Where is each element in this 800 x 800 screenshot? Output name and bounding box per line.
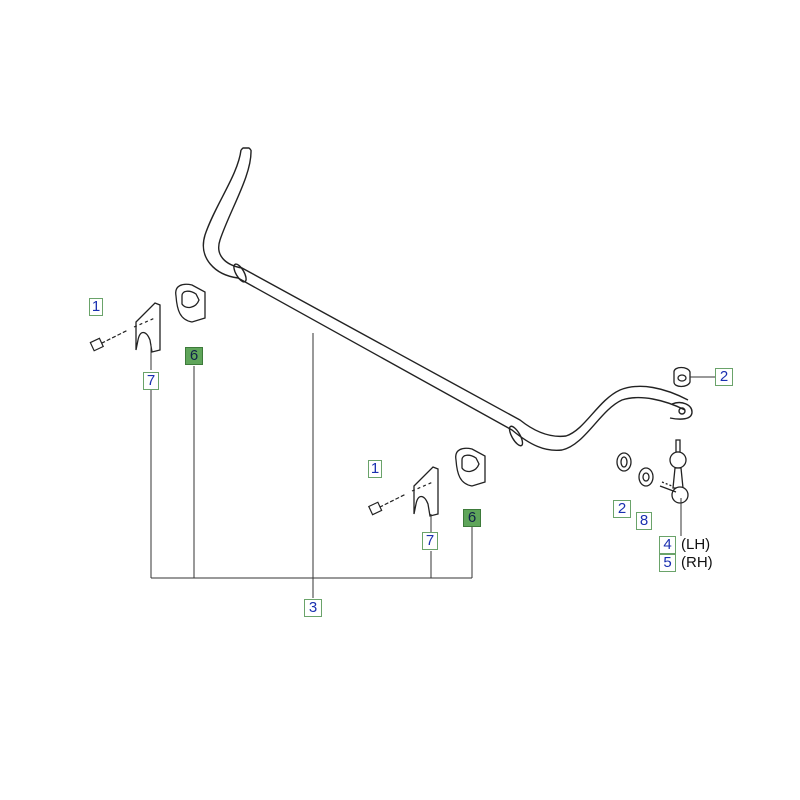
callout-1-left[interactable]: 1: [89, 298, 103, 316]
callout-2-nut[interactable]: 2: [715, 368, 733, 386]
link-nut: [673, 366, 691, 388]
callout-5[interactable]: 5: [659, 554, 676, 572]
callout-2-washer[interactable]: 2: [613, 500, 631, 518]
label-lh: (LH): [681, 536, 711, 553]
right-bolt: [367, 481, 434, 516]
washer-2: [616, 452, 632, 472]
leader-lines: [150, 333, 715, 598]
callout-4[interactable]: 4: [659, 536, 676, 554]
callout-7-right[interactable]: 7: [422, 532, 438, 550]
washer-8: [638, 467, 654, 487]
callout-6-left[interactable]: 6: [185, 347, 203, 365]
stabilizer-link: [659, 439, 689, 504]
callout-1-right[interactable]: 1: [368, 460, 382, 478]
callout-3[interactable]: 3: [304, 599, 322, 617]
left-bushing: [175, 283, 206, 323]
right-bracket: [413, 466, 439, 517]
left-bolt: [89, 317, 156, 352]
label-rh: (RH): [681, 554, 713, 571]
right-bushing: [455, 447, 486, 487]
callout-6-right[interactable]: 6: [463, 509, 481, 527]
left-bracket: [135, 302, 161, 353]
callout-7-left[interactable]: 7: [143, 372, 159, 390]
stabilizer-bar: [202, 147, 693, 452]
callout-8[interactable]: 8: [636, 512, 652, 530]
